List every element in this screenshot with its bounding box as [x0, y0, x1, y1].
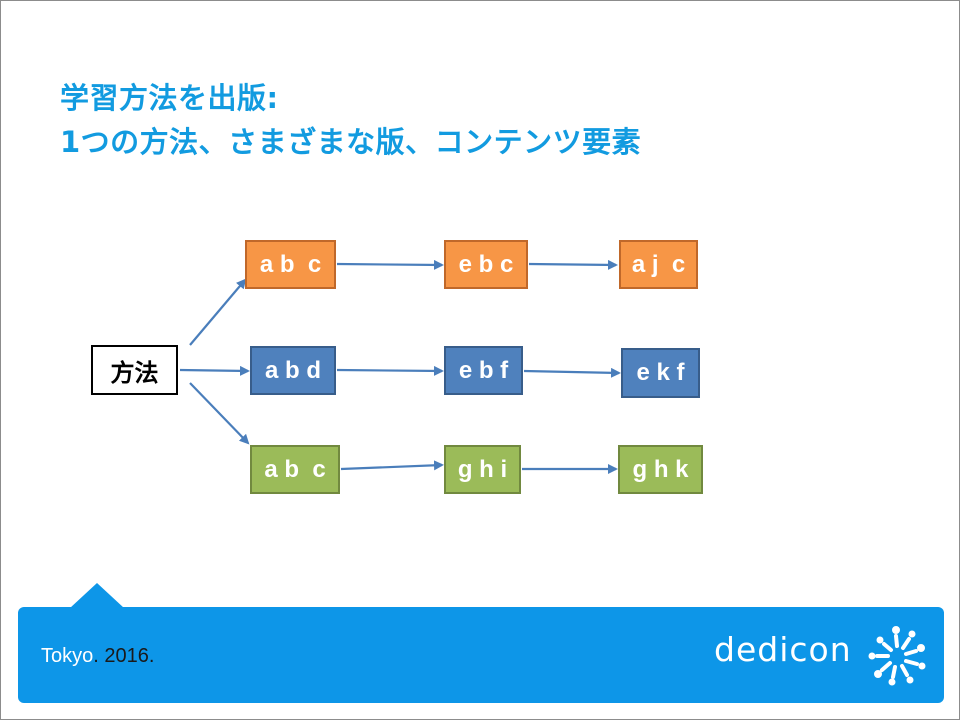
title-line-1: 学習方法を出版: [60, 81, 279, 115]
footer-location: Tokyo [41, 645, 94, 667]
brand-name: dedicon [714, 630, 852, 669]
row1-node1: a b c [245, 240, 336, 289]
arrow-method-to-middle [179, 365, 250, 376]
row1-node2: e b c [444, 240, 528, 289]
footer-bar [18, 607, 944, 703]
arrow-bot-1-2 [340, 460, 444, 471]
arrow-top-2-3 [528, 259, 618, 270]
slide-title: 学習方法を出版: 1つの方法、さまざまな版、コンテンツ要素 [60, 76, 641, 164]
arrow-top-1-2 [336, 259, 444, 270]
title-line-2: 1つの方法、さまざまな版、コンテンツ要素 [60, 125, 642, 159]
arrow-method-to-top [189, 278, 247, 346]
arrow-mid-2-3 [523, 367, 621, 378]
row3-node3: g h k [618, 445, 703, 494]
footer-year: 2016. [104, 645, 155, 667]
arrow-method-to-bottom [189, 382, 250, 445]
arrow-mid-1-2 [336, 365, 444, 376]
row2-node2: e b f [444, 346, 523, 395]
row3-node1: a b c [250, 445, 340, 494]
row2-node1: a b d [250, 346, 336, 395]
row3-node2: g h i [444, 445, 521, 494]
footer-tab [70, 583, 124, 608]
row2-node3: e k f [621, 348, 700, 398]
row1-node3: a j c [619, 240, 698, 289]
method-node: 方法 [91, 345, 178, 395]
dedicon-logo-icon [868, 626, 926, 686]
footer-caption: Tokyo. 2016. [41, 645, 155, 667]
